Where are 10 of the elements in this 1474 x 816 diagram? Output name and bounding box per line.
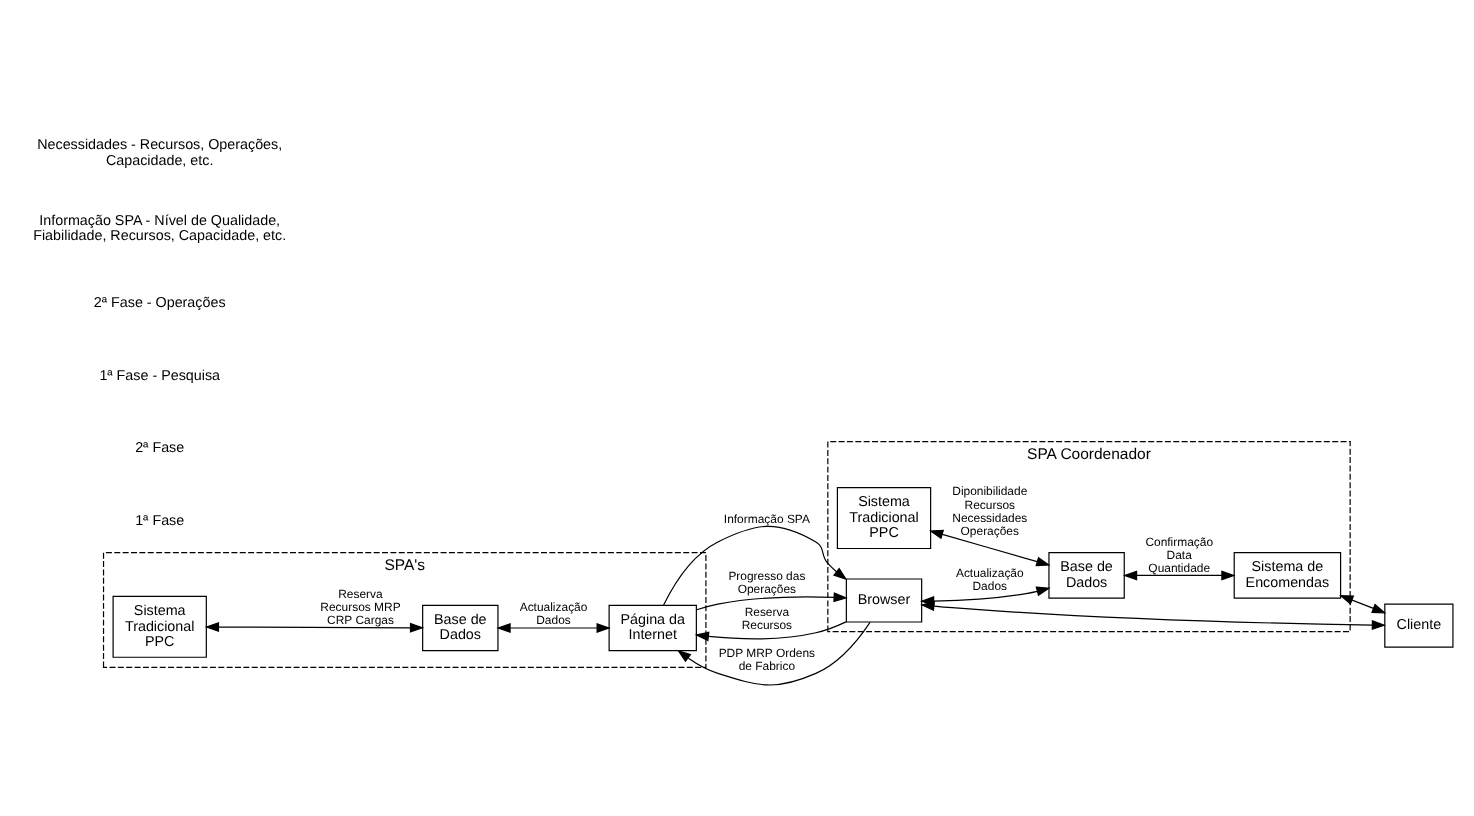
arrow [1339, 595, 1387, 614]
arrow [1122, 570, 1236, 581]
arrow [696, 592, 848, 611]
arrow [694, 621, 847, 642]
arrow [928, 529, 1051, 567]
arrow [676, 621, 871, 686]
arrow [204, 622, 425, 633]
arrow [920, 601, 1387, 631]
arrow [662, 525, 848, 606]
arrow [496, 622, 611, 634]
